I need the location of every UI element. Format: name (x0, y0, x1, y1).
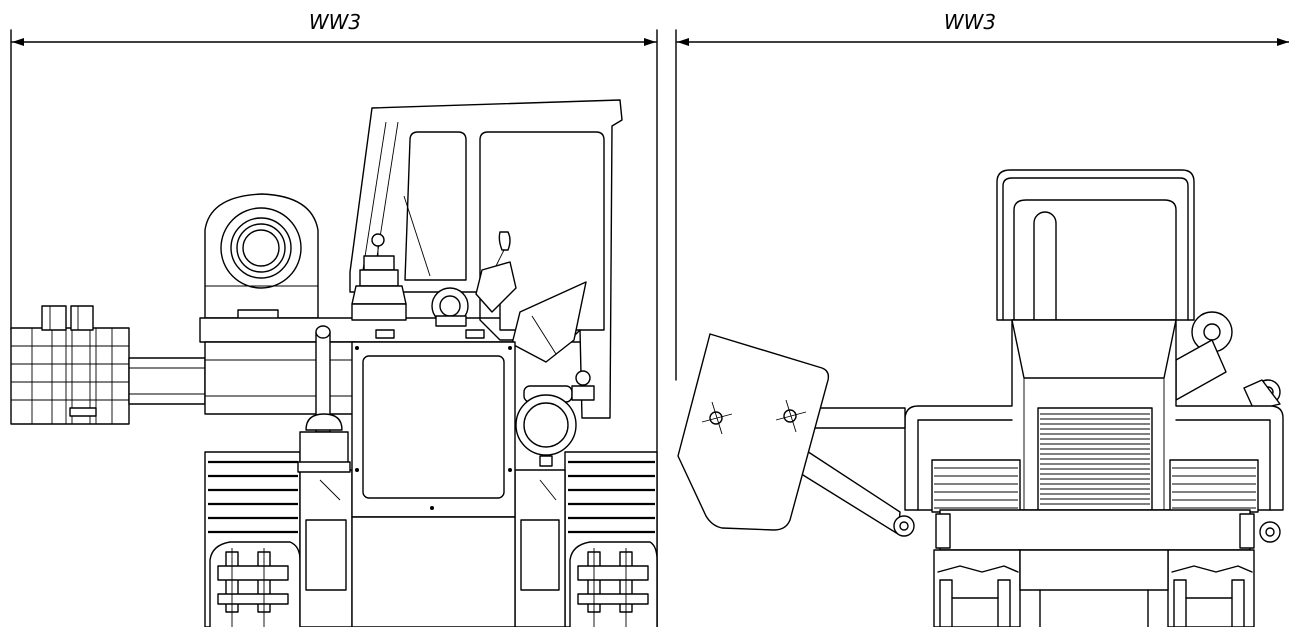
side-view: WW3 (10, 10, 658, 627)
side-inner-frame (299, 469, 566, 627)
side-blade (511, 281, 587, 363)
front-right-pulley (1175, 311, 1281, 411)
front-side-grilles (931, 459, 1259, 513)
side-hook (475, 231, 517, 313)
side-pulley (431, 287, 469, 327)
front-track-left (933, 549, 1021, 627)
front-track-right (1167, 549, 1255, 627)
side-counterweight (10, 305, 130, 425)
front-cab (996, 169, 1195, 353)
side-roller-right (569, 541, 658, 627)
front-view: WW3 (675, 10, 1289, 627)
front-dimension-line: WW3 (675, 10, 1289, 381)
side-control-lever (351, 233, 407, 321)
side-winch-drum (204, 193, 319, 321)
side-roller-left (209, 541, 301, 627)
side-main-panel (351, 341, 516, 627)
front-crossbar (935, 509, 1281, 551)
side-boom-arm (128, 357, 206, 405)
front-blade (677, 333, 830, 531)
side-air-cleaner (515, 370, 595, 467)
side-exhaust (297, 325, 351, 473)
front-center-frame (1019, 549, 1169, 627)
front-dimension-label: WW3 (944, 10, 996, 34)
side-dimension-label: WW3 (309, 10, 361, 34)
front-grille (1037, 407, 1153, 511)
